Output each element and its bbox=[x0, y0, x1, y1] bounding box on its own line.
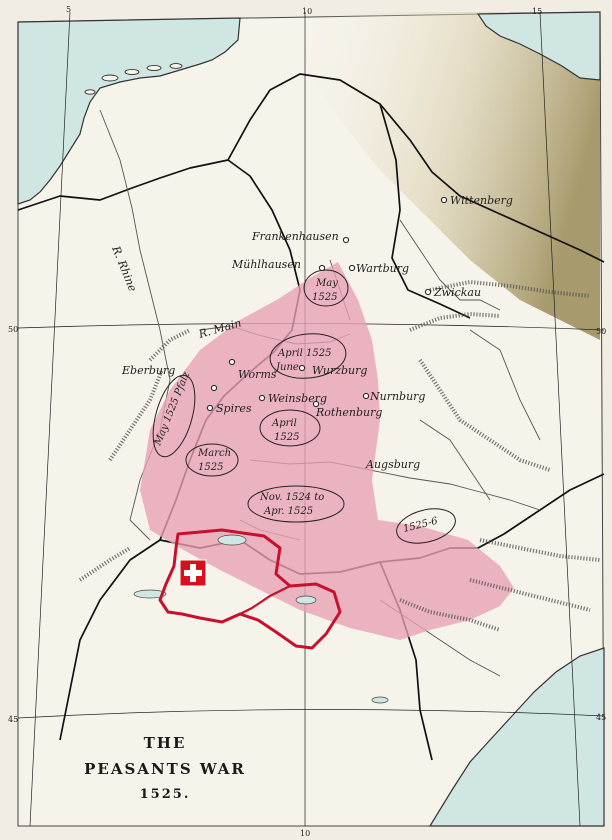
town-markers bbox=[206, 196, 448, 412]
label-muhlhausen: Mühlhausen bbox=[231, 258, 301, 271]
coord-top-10: 10 bbox=[302, 7, 312, 16]
north-sea bbox=[17, 17, 241, 205]
highland-shading bbox=[300, 12, 600, 340]
mountains bbox=[78, 279, 601, 632]
label-spires: Spires bbox=[216, 402, 252, 415]
label-worms: Worms bbox=[238, 368, 277, 381]
revolt-area bbox=[140, 262, 514, 640]
label-nurnburg: Nurnburg bbox=[369, 390, 425, 403]
label-eberburg: Eberburg bbox=[121, 364, 175, 377]
label-frankenhausen: Frankenhausen bbox=[251, 230, 339, 243]
coord-right-45: 45 bbox=[596, 713, 606, 722]
coord-top-15: 15 bbox=[532, 7, 542, 16]
date-nov: Nov. 1524 to bbox=[259, 492, 324, 503]
date-ellipses bbox=[152, 269, 456, 544]
label-rothenburg: Rothenburg bbox=[315, 406, 382, 419]
label-zwickau: Zwickau bbox=[433, 286, 481, 299]
date-april: April bbox=[271, 418, 297, 429]
swiss-cross-icon bbox=[179, 559, 207, 587]
baltic-sea bbox=[476, 11, 601, 81]
coordinate-labels: 5 10 15 50 50 45 45 10 bbox=[8, 5, 606, 838]
coord-top-5: 5 bbox=[66, 5, 71, 14]
date-march-year: 1525 bbox=[198, 462, 223, 473]
label-wurzburg: Wurzburg bbox=[312, 364, 367, 377]
graticule bbox=[17, 11, 605, 827]
title-line-3: 1525. bbox=[140, 787, 191, 802]
swiss-confederation bbox=[158, 528, 342, 650]
date-april-year: 1525 bbox=[274, 432, 299, 443]
date-apr: Apr. 1525 bbox=[263, 506, 313, 517]
date-june: June bbox=[274, 362, 299, 373]
date-april-june: April 1525 bbox=[277, 348, 331, 359]
coord-right-50: 50 bbox=[596, 327, 606, 336]
title-line-1: THE bbox=[144, 734, 187, 752]
date-may-year: 1525 bbox=[312, 292, 337, 303]
label-wartburg: Wartburg bbox=[356, 262, 409, 275]
lakes bbox=[133, 534, 389, 704]
date-march: March bbox=[197, 448, 231, 459]
date-may: May bbox=[315, 278, 338, 289]
frisian-islands bbox=[84, 63, 183, 95]
label-augsburg: Augsburg bbox=[365, 458, 420, 471]
title-line-2: PEASANTS WAR bbox=[84, 760, 246, 778]
coord-bottom-10: 10 bbox=[300, 829, 310, 838]
label-weinsberg: Weinsberg bbox=[268, 392, 327, 405]
coord-left-50: 50 bbox=[8, 325, 18, 334]
swiss-inner-border bbox=[239, 585, 291, 615]
label-wittenberg: Wittenberg bbox=[450, 194, 513, 207]
adriatic-sea bbox=[428, 647, 605, 827]
coord-left-45: 45 bbox=[8, 715, 18, 724]
